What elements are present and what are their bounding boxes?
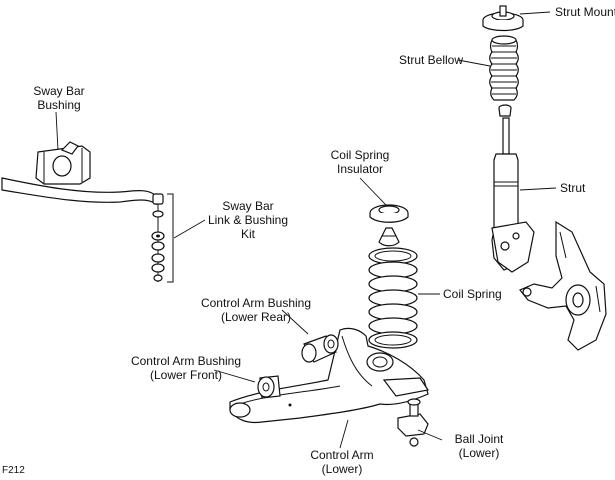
- leader-strut-mount: [519, 11, 551, 15]
- label-control-arm-bushing-rear: Control Arm Bushing (Lower Rear): [190, 296, 322, 324]
- ball-joint: [397, 398, 429, 447]
- leader-lines: [55, 11, 557, 449]
- label-strut-mount: Strut Mount: [555, 5, 615, 19]
- label-ball-joint-line-1: Ball Joint: [454, 432, 504, 446]
- label-sway-bar-link-line-1: Sway Bar: [222, 199, 274, 213]
- label-control-arm: Control Arm (Lower): [304, 448, 380, 476]
- label-sway-bar-bushing: Sway Bar Bushing: [28, 84, 90, 112]
- label-control-arm-bushing-front-line-1: Control Arm Bushing: [130, 354, 242, 368]
- label-control-arm-bushing-front: Control Arm Bushing (Lower Front): [120, 354, 252, 382]
- label-sway-bar-link-line-2: Link & Bushing: [207, 213, 289, 227]
- label-strut-bellow-text: Strut Bellow: [399, 53, 464, 67]
- coil-spring: [368, 247, 418, 349]
- lower-control-arm: [229, 327, 430, 424]
- strut-mount: [482, 5, 524, 32]
- label-control-arm-bushing-front-line-2: (Lower Front): [149, 368, 223, 382]
- label-control-arm-bushing-rear-line-1: Control Arm Bushing: [200, 296, 312, 310]
- leader-control-arm-bushing-rear: [281, 309, 309, 335]
- leader-sway-bar-bushing: [55, 111, 59, 151]
- label-coil-spring-insulator-line-1: Coil Spring: [330, 148, 390, 162]
- leader-strut: [519, 187, 557, 191]
- spring-bump-stop: [378, 227, 400, 247]
- leader-control-arm: [339, 419, 349, 449]
- label-ball-joint: Ball Joint (Lower): [446, 432, 512, 460]
- label-sway-bar-link-line-3: Kit: [240, 227, 255, 241]
- coil-spring-insulator: [369, 204, 409, 223]
- leader-strut-bellow: [457, 59, 491, 67]
- control-arm-bushing-rear: [301, 334, 339, 363]
- figure-code: F212: [2, 465, 25, 477]
- label-strut-bellow: Strut Bellow: [399, 53, 463, 67]
- bump-stop: [498, 104, 512, 117]
- label-control-arm-bushing-rear-line-2: (Lower Rear): [220, 310, 292, 324]
- sway-bar-link-kit: [151, 193, 174, 283]
- label-sway-bar-bushing-line-1: Sway Bar: [33, 84, 85, 98]
- label-strut: Strut: [560, 181, 585, 195]
- label-control-arm-line-1: Control Arm: [310, 448, 374, 462]
- label-coil-spring-insulator: Coil Spring Insulator: [322, 148, 398, 176]
- strut: [491, 117, 535, 273]
- label-ball-joint-line-2: (Lower): [458, 446, 500, 460]
- label-coil-spring-text: Coil Spring: [443, 287, 502, 301]
- leader-coil-spring-insulator: [359, 177, 387, 206]
- label-sway-bar-bushing-line-2: Bushing: [37, 98, 81, 112]
- label-coil-spring: Coil Spring: [443, 287, 502, 301]
- label-control-arm-line-2: (Lower): [321, 462, 363, 476]
- label-strut-text: Strut: [560, 181, 586, 195]
- control-arm-bushing-front: [257, 375, 281, 399]
- strut-bellow: [489, 35, 519, 101]
- label-coil-spring-insulator-line-2: Insulator: [336, 162, 384, 176]
- leader-control-arm-bushing-front: [213, 369, 256, 383]
- label-strut-mount-text: Strut Mount: [555, 5, 615, 19]
- sway-bar-bushing: [35, 141, 91, 185]
- figure-code-text: F212: [2, 465, 25, 476]
- leader-ball-joint: [417, 429, 443, 441]
- label-sway-bar-link: Sway Bar Link & Bushing Kit: [203, 199, 293, 241]
- steering-knuckle: [519, 220, 607, 351]
- leader-sway-bar-link: [173, 219, 206, 239]
